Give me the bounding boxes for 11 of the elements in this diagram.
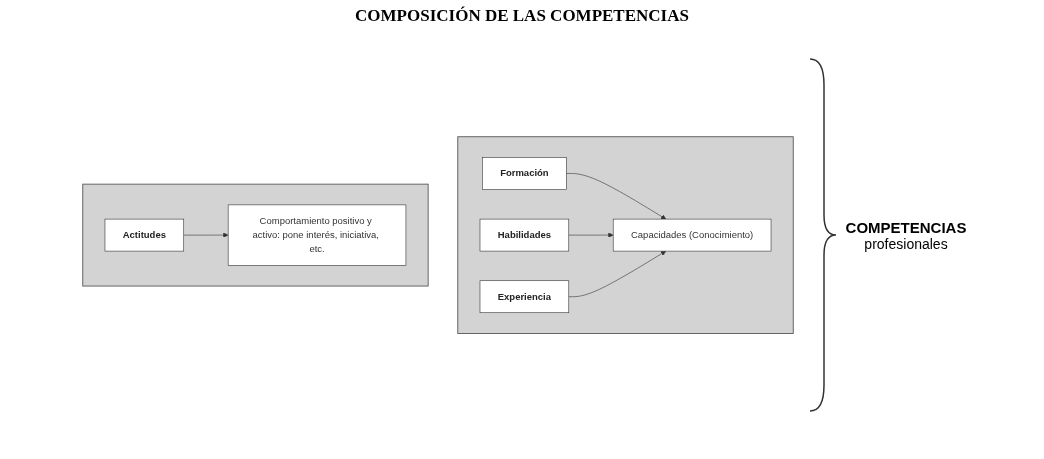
cluster (456, 136, 794, 334)
diagram-title: COMPOSICIÓN DE LAS COMPETENCIAS (354, 6, 690, 26)
node-box: Formación (481, 157, 567, 190)
node-box: Habilidades (479, 218, 569, 252)
node-box: Actitudes (104, 218, 184, 252)
node-box: Experiencia (479, 280, 569, 313)
cluster (81, 183, 429, 287)
brace-heading: COMPETENCIAS (845, 218, 967, 236)
node-box: Capacidades (Conocimiento) (612, 218, 771, 252)
node-box: Comportamiento positivo y activo: pone interés, iniciativa, etc. (227, 204, 406, 266)
brace-subtitle: profesionales (863, 235, 949, 252)
